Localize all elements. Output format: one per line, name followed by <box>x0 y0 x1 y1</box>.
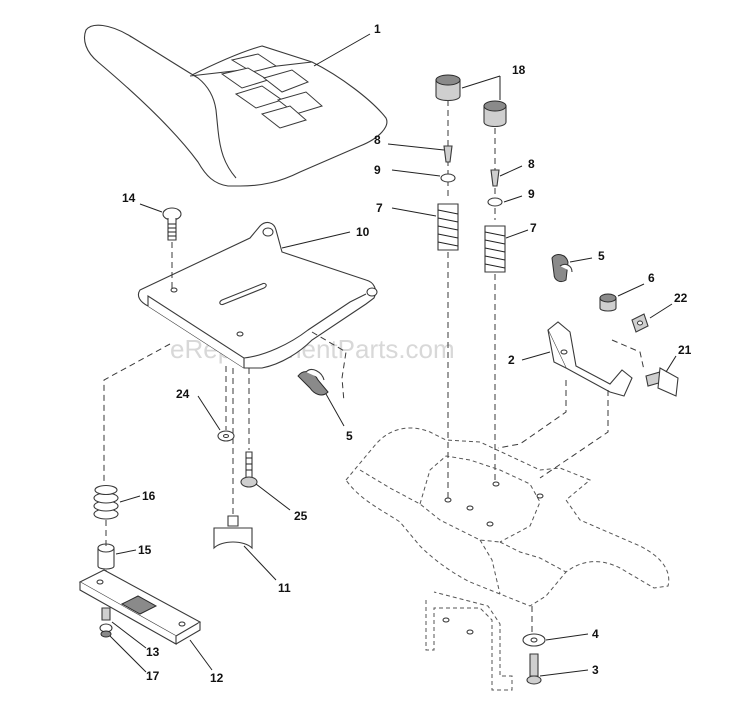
spring-16-part <box>93 484 119 520</box>
bracket-2-part <box>547 321 633 397</box>
callout-7-left: 7 <box>376 201 383 215</box>
callout-22: 22 <box>674 291 688 305</box>
tractor-frame-outline <box>345 427 670 691</box>
seat-pan-part <box>137 221 378 369</box>
callout-25: 25 <box>294 509 308 523</box>
callout-14: 14 <box>122 191 136 205</box>
callout-16: 16 <box>142 489 156 503</box>
spring-dash <box>103 343 171 484</box>
callout-13: 13 <box>146 645 160 659</box>
pivot-clip-left-part <box>297 369 329 396</box>
pivot-clip-right-part <box>551 254 573 283</box>
pin-8-right-part <box>490 169 500 187</box>
bracket-dash-2 <box>539 390 609 479</box>
callout-5-left: 5 <box>346 429 353 443</box>
clip-dash-left <box>311 331 347 403</box>
bracket-dash <box>497 380 567 449</box>
washer-9-right-part <box>487 197 503 207</box>
seat-part <box>83 24 388 187</box>
callout-17: 17 <box>146 669 160 683</box>
callout-10: 10 <box>356 225 370 239</box>
bumper-18-right-part <box>483 100 507 128</box>
spring-7-right-part <box>484 225 506 273</box>
washer-4-part <box>522 633 546 647</box>
callout-9-right: 9 <box>528 187 535 201</box>
seat-bolt-part <box>162 207 182 241</box>
bushing-15-part <box>97 543 115 570</box>
callout-2: 2 <box>508 353 515 367</box>
callout-5-right: 5 <box>598 249 605 263</box>
clamp-11-part <box>213 515 253 550</box>
bolt-3-part <box>526 653 542 685</box>
bolt-13-part <box>99 607 113 638</box>
callout-6: 6 <box>648 271 655 285</box>
callout-8-left: 8 <box>374 133 381 147</box>
washer-9-left-part <box>440 173 456 183</box>
callout-8-right: 8 <box>528 157 535 171</box>
callout-1: 1 <box>374 22 381 36</box>
knob-21-part <box>645 367 679 397</box>
callout-9-left: 9 <box>374 163 381 177</box>
callout-15: 15 <box>138 543 152 557</box>
callout-3: 3 <box>592 663 599 677</box>
callout-7-right: 7 <box>530 221 537 235</box>
callout-21: 21 <box>678 343 692 357</box>
bumper-18-left-part <box>435 74 461 102</box>
bushing-6-part <box>599 293 617 312</box>
callout-4: 4 <box>592 627 599 641</box>
slide-rail-12-part <box>78 569 202 645</box>
spring-7-left-part <box>437 203 459 251</box>
callout-11: 11 <box>278 581 291 595</box>
pin-8-left-part <box>443 145 453 163</box>
callout-12: 12 <box>210 671 224 685</box>
callout-18: 18 <box>512 63 526 77</box>
callout-24: 24 <box>176 387 190 401</box>
nut-22-part <box>631 313 649 333</box>
leader-lines <box>109 33 677 677</box>
knob-dash <box>611 339 645 371</box>
adjust-bolt-25-part <box>240 451 258 488</box>
